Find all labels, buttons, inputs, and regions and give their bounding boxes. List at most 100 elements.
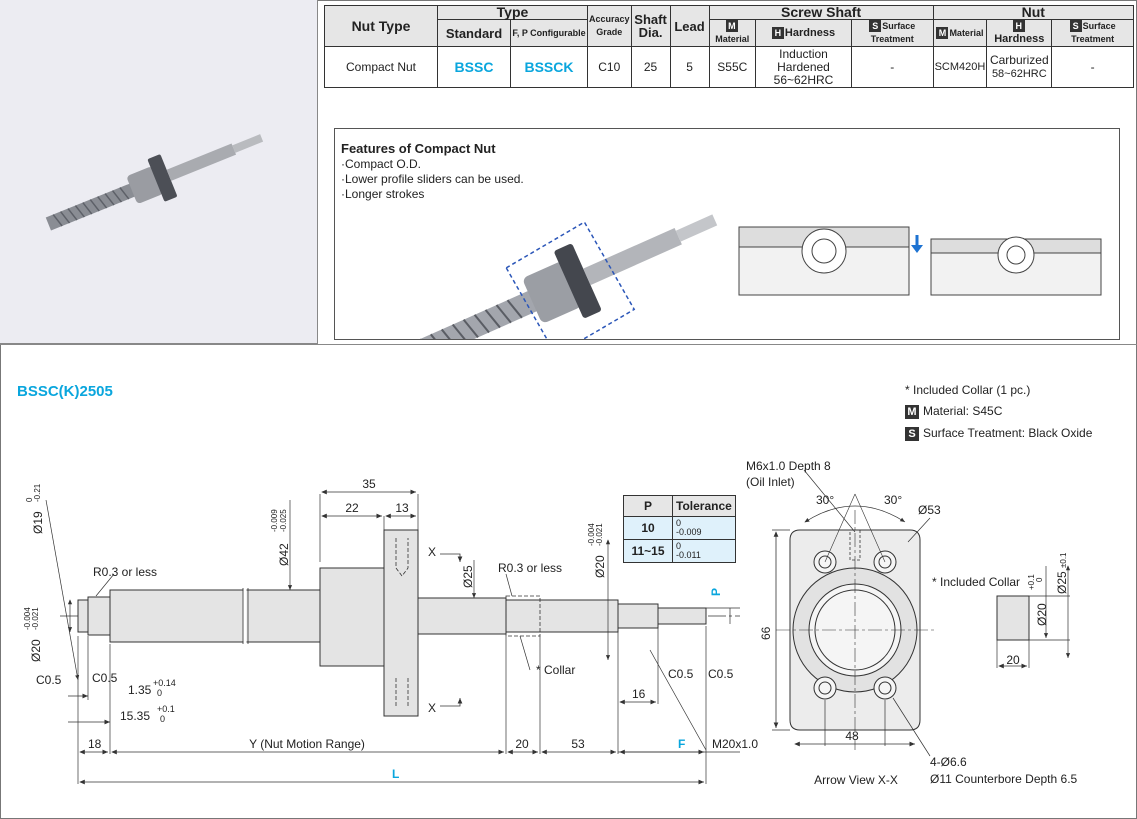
tol-upper: 0 [676, 541, 682, 551]
list-item: ·Lower profile sliders can be used. [341, 172, 524, 186]
tol-value: 0 -0.011 [672, 539, 736, 563]
dim-35: 35 [362, 477, 376, 491]
collar-label: * Collar [536, 663, 575, 677]
dim-53: 53 [571, 737, 585, 751]
photo-screw-shaft [45, 176, 153, 231]
cell-standard[interactable]: BSSC [437, 46, 511, 88]
dia-20-right-tol-up: -0.004 [587, 523, 596, 546]
header-nut-type: Nut Type [324, 5, 438, 47]
angle-left: 30° [816, 493, 834, 507]
tol-value: 0 -0.009 [672, 516, 736, 540]
dim-1535-tol-lo: 0 [160, 714, 165, 724]
dim-135: 1.35 [128, 683, 152, 697]
header-lead: Lead [669, 5, 710, 47]
c05-left: C0.5 [36, 673, 62, 687]
dim-13: 13 [395, 501, 409, 515]
dim-135-tol-up: +0.14 [153, 678, 176, 688]
dia-19-tol-up: 0 [25, 497, 34, 502]
tol-header-tolerance: Tolerance [672, 495, 736, 517]
photo-nut-flange [147, 154, 177, 202]
features-title: Features of Compact Nut [341, 141, 496, 156]
cell-shaft-hardness: Induction Hardened 56~62HRC [755, 46, 852, 88]
arrow-view-label: Arrow View X-X [814, 773, 898, 787]
ball-screw-shaft [77, 529, 707, 717]
header-nut-hardness-text: Hardness [994, 33, 1045, 45]
tol-upper: 0 [676, 518, 682, 528]
cell-shaft-dia: 25 [630, 46, 671, 88]
included-collar [996, 565, 1071, 669]
spec-table: Nut Type Type Accuracy Grade Shaft Dia. … [324, 5, 1135, 88]
surface-badge-icon: S [905, 427, 919, 441]
dim-l: L [392, 767, 399, 781]
hardness-label-icon: H [771, 26, 784, 39]
slider-comparison-icon [738, 226, 1102, 296]
x-label-bottom: X [428, 701, 436, 715]
dia-53: Ø53 [918, 503, 941, 517]
dim-48: 48 [845, 729, 859, 743]
header-screw-shaft: Screw Shaft [708, 5, 934, 20]
cell-shaft-material: S55C [708, 46, 757, 88]
header-fp-configurable: F, P Configurable [510, 19, 588, 47]
section-divider [0, 344, 1137, 345]
ball-screw-photo-icon [45, 134, 264, 231]
header-nut-hardness: HHardness [986, 19, 1053, 47]
flange-end-view [772, 469, 934, 757]
product-photo [0, 0, 318, 344]
cell-shaft-hardness-line2: 56~62HRC [773, 72, 834, 87]
note-surface-text: Surface Treatment: Black Oxide [923, 426, 1093, 440]
counterbore-label: Ø11 Counterbore Depth 6.5 [930, 772, 1078, 786]
c05-second: C0.5 [92, 671, 118, 685]
cell-shaft-surface: - [850, 46, 934, 88]
dim-p: P [709, 588, 723, 596]
holes-label: 4-Ø6.6 [930, 755, 967, 769]
surface-label-icon: S [869, 20, 882, 32]
cell-nut-type: Compact Nut [324, 46, 438, 88]
cell-shaft-hardness-line1: Induction Hardened [777, 46, 830, 74]
header-shaft-dia: Shaft Dia. [630, 5, 671, 47]
header-shaft-line1: Shaft [634, 12, 667, 27]
note-surface: S Surface Treatment: Black Oxide [905, 426, 1092, 441]
hardness-label-icon: H [1012, 20, 1025, 32]
header-shaft-line2: Dia. [638, 25, 663, 40]
dia-20-left-tol-lo: -0.021 [31, 607, 40, 630]
cell-lead: 5 [669, 46, 710, 88]
cell-nut-surface: - [1051, 46, 1134, 88]
tol-lower: -0.009 [676, 527, 702, 537]
table-row: 10 0 -0.009 [623, 516, 736, 540]
r03-right: R0.3 or less [498, 561, 562, 575]
oil-inlet-line1: M6x1.0 Depth 8 [746, 459, 831, 473]
tol-lower: -0.011 [676, 550, 701, 560]
note-material-text: Material: S45C [923, 404, 1003, 418]
dia-20-left-tol-up: -0.004 [23, 607, 32, 630]
header-shaft-hardness-text: Hardness [784, 26, 836, 39]
dim-66: 66 [759, 626, 773, 640]
cell-fp-configurable[interactable]: BSSCK [510, 46, 588, 88]
header-nut: Nut [932, 5, 1135, 20]
header-type: Type [437, 5, 588, 20]
collar-length: 20 [1006, 653, 1020, 667]
collar-dia-20: Ø20 [1035, 603, 1049, 626]
dia-42: Ø42 [277, 543, 291, 566]
dia-19-tol-lo: -0.21 [33, 483, 42, 502]
dim-16: 16 [632, 687, 646, 701]
dia-20-right: Ø20 [593, 555, 607, 578]
header-shaft-material: MMaterial [708, 19, 757, 47]
list-item: ·Longer strokes [341, 187, 425, 201]
header-accuracy-grade: Accuracy Grade [587, 5, 632, 47]
dia-20-right-tol-lo: -0.021 [595, 523, 604, 546]
cell-nut-material: SCM420H [932, 46, 988, 88]
collar-dia-25: Ø25 [1055, 571, 1069, 594]
technical-drawing: 35 22 13 Ø42 -0.009 -0.025 Ø19 0 -0.21 Ø… [23, 459, 1078, 787]
table-row: Compact Nut BSSC BSSCK C10 25 5 S55C Ind… [324, 46, 1134, 88]
header-nut-surface-text: Surface Treatment [1071, 21, 1116, 44]
cell-nut-hardness-line1: Carburized [989, 52, 1049, 67]
included-collar-label: * Included Collar [932, 575, 1020, 589]
dim-22: 22 [345, 501, 359, 515]
header-accuracy-line1: Accuracy [589, 14, 630, 24]
tolerance-table: P Tolerance 10 0 -0.009 11~15 0 -0.011 [623, 495, 736, 563]
dim-1535: 15.35 [120, 709, 150, 723]
collar-dia-20-tol-up: +0.1 [1027, 574, 1036, 590]
